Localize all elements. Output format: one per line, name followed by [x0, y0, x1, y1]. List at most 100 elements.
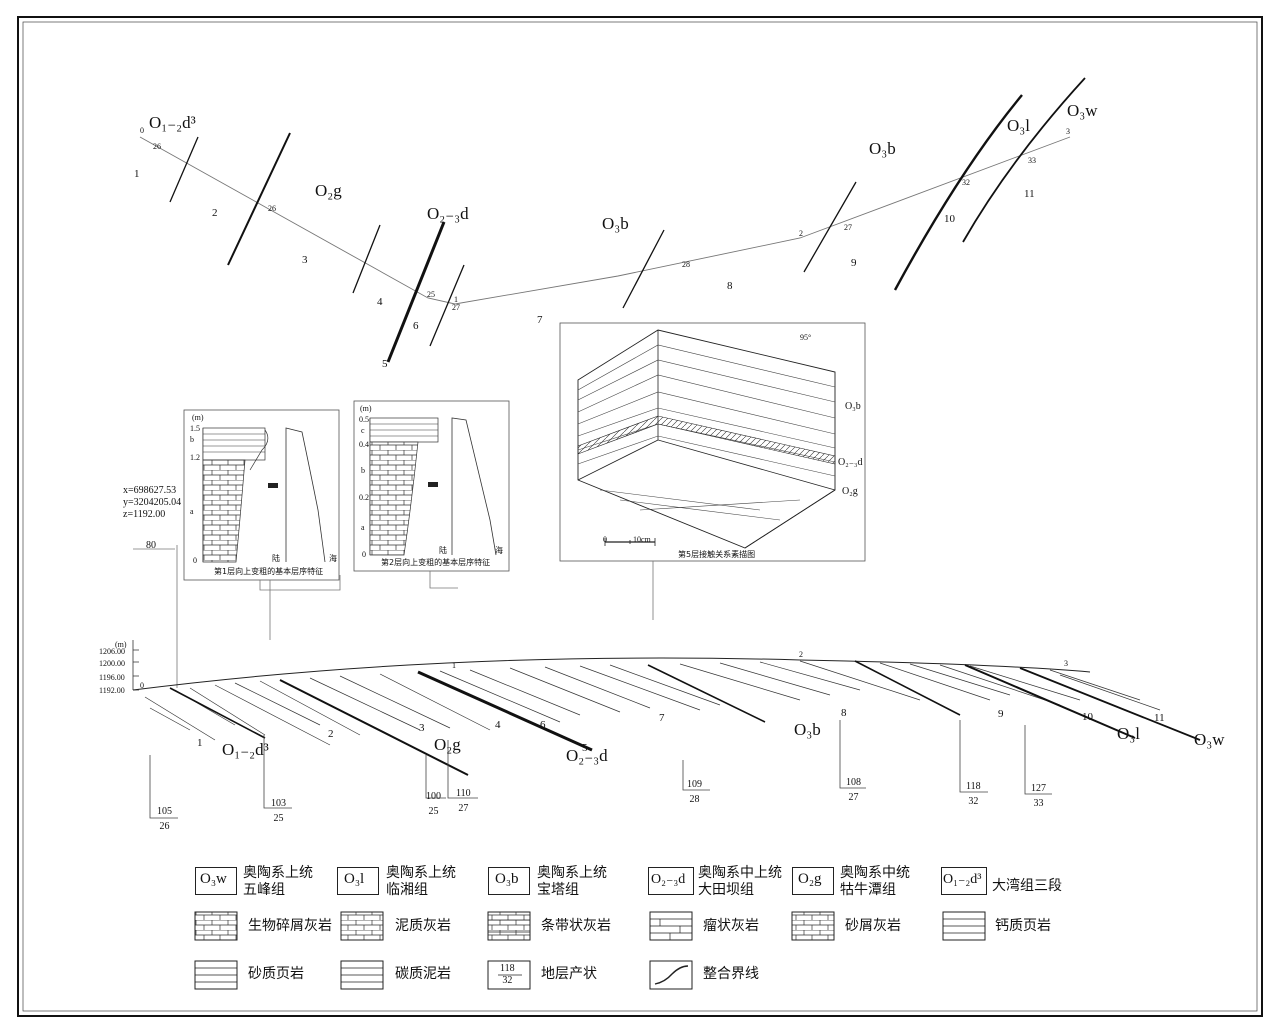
- legend-boundary-label: 整合界线: [703, 966, 759, 982]
- section-beds: [144, 660, 1161, 746]
- inset1-unit: (m): [192, 413, 204, 422]
- inner-frame: [22, 21, 1258, 1012]
- map-layer-2: 2: [212, 207, 218, 219]
- legend-text-line1: 奥陶系上统: [243, 865, 313, 881]
- inset3-scale-0: 0: [603, 535, 607, 544]
- legend-attitude-label: 地层产状: [541, 966, 597, 982]
- section-profile: [132, 640, 1091, 691]
- traverse-mark-2: 2: [799, 229, 803, 238]
- attitude-dip: 28: [689, 794, 700, 805]
- section-layer-4: 4: [495, 719, 501, 731]
- inset2-land: 陆: [439, 546, 447, 555]
- inset2-tick-0-4: 0.4: [359, 440, 369, 449]
- legend-lith-calcarenite: 砂屑灰岩: [845, 918, 901, 934]
- inset2-tick-c: c: [361, 426, 365, 435]
- attitude-dir: 127: [1031, 783, 1046, 794]
- map-label-o3b-b: O₃b: [869, 139, 896, 158]
- section-layer-10: 10: [1082, 711, 1093, 723]
- map-layer-7: 7: [537, 314, 543, 326]
- section-o23d: O₂₋₃d: [566, 746, 608, 765]
- legend-text-o12d3: 大湾组三段: [992, 878, 1062, 895]
- legend-code-o3l: O₃l: [344, 871, 365, 887]
- attitude-dir: 105: [157, 806, 172, 817]
- map-layer-4: 4: [377, 296, 383, 308]
- legend-text-line1: 奥陶系上统: [386, 865, 456, 881]
- traverse-mark-3: 3: [1066, 127, 1070, 136]
- section-o12d3: O₁₋₂d³: [222, 740, 269, 759]
- layer-80-label: 80: [146, 540, 156, 551]
- inset3-scale-10: 10cm: [633, 535, 651, 544]
- legend-lith-nodular: 瘤状灰岩: [703, 918, 759, 934]
- legend-text-line1: 奥陶系中上统: [698, 865, 782, 881]
- section-start-0: 0: [140, 681, 144, 690]
- legend-swatch-o23d: [648, 867, 694, 895]
- legend-text-line2: 牯牛潭组: [840, 882, 896, 898]
- coord-y: y=3204205.04: [123, 497, 182, 508]
- section-layer-8: 8: [841, 707, 847, 719]
- section-o2g: O₂g: [434, 735, 461, 754]
- inset2-tick-0-2: 0.2: [359, 493, 369, 502]
- traverse-mark-33: 33: [1028, 156, 1036, 165]
- attitude-110: 110 27: [456, 786, 471, 816]
- legend-text-o3l: 奥陶系上统 临湘组: [386, 865, 456, 899]
- traverse-mark-26a: 26: [153, 142, 161, 151]
- attitude-127: 127 33: [1031, 781, 1046, 811]
- attitude-109: 109 28: [687, 777, 702, 807]
- inset1-land: 陆: [272, 554, 280, 563]
- inset1-tick-0: 0: [193, 556, 197, 565]
- legend-code-o3w: O₃w: [200, 871, 227, 887]
- attitude-118: 118 32: [966, 779, 981, 809]
- traverse-mark-0: 0: [140, 126, 144, 135]
- coord-x: x=698627.53: [123, 485, 177, 496]
- inset2-sea: 海: [495, 546, 503, 555]
- traverse-mark-27b: 27: [844, 223, 852, 232]
- inset1-tick-a: a: [190, 507, 194, 516]
- elev-1200: 1200.00: [99, 659, 125, 668]
- inset3-frame: [559, 322, 866, 562]
- inset1-sea: 海: [329, 554, 337, 563]
- attitude-dip: 32: [968, 796, 979, 807]
- traverse-mark-1: 1: [454, 295, 458, 304]
- attitude-dir: 109: [687, 779, 702, 790]
- legend-swatch-o3w: [195, 867, 237, 895]
- map-layer-10: 10: [944, 213, 955, 225]
- attitude-dir: 103: [271, 798, 286, 809]
- section-o3w: O₃w: [1194, 730, 1225, 749]
- start-coordinates: x=698627.53 y=3204205.04 z=1192.00: [123, 485, 181, 521]
- coord-z: z=1192.00: [123, 509, 166, 520]
- section-layer-1: 1: [197, 737, 203, 749]
- attitude-dip: 25: [273, 813, 284, 824]
- traverse-mark-32: 32: [962, 178, 970, 187]
- legend-lith-banded: 条带状灰岩: [541, 918, 611, 934]
- inset2-caption: 第2层向上变粗的基本层序特征: [381, 558, 491, 567]
- legend-lith-argillaceous: 泥质灰岩: [395, 918, 451, 934]
- section-unit: (m): [115, 640, 127, 649]
- map-layer-6: 6: [413, 320, 419, 332]
- inset1-frame: [183, 409, 340, 581]
- legend-text-line2: 宝塔组: [537, 882, 579, 898]
- attitude-105: 105 26: [157, 804, 172, 834]
- legend-swatch-o12d3: [941, 867, 987, 895]
- inset1-tick-b: b: [190, 435, 194, 444]
- legend-text-o3w: 奥陶系上统 五峰组: [243, 865, 313, 899]
- section-mark-1: 1: [452, 661, 456, 670]
- map-layer-3: 3: [302, 254, 308, 266]
- inset3-direction: 95°: [800, 333, 812, 342]
- map-layer-1: 1: [134, 168, 140, 180]
- legend-lith-sandy-shale: 砂质页岩: [248, 966, 304, 982]
- leader-lines: [133, 545, 654, 688]
- legend-text-line1: 奥陶系中统: [840, 865, 910, 881]
- legend-code-o3b: O₃b: [495, 871, 519, 887]
- legend-attitude-sample: 118 32: [500, 963, 515, 987]
- section-o3b: O₃b: [794, 720, 821, 739]
- section-layer-3: 3: [419, 722, 425, 734]
- legend-swatch-art: [194, 911, 986, 990]
- inset3-caption: 第5层接触关系素描图: [678, 550, 756, 559]
- map-label-o3w: O₃w: [1067, 101, 1098, 120]
- attitude-dir: 100: [426, 791, 441, 802]
- legend-text-line1: 大湾组三段: [992, 878, 1062, 894]
- legend-text-o23d: 奥陶系中上统 大田坝组: [698, 865, 782, 899]
- section-mark-2: 2: [799, 650, 803, 659]
